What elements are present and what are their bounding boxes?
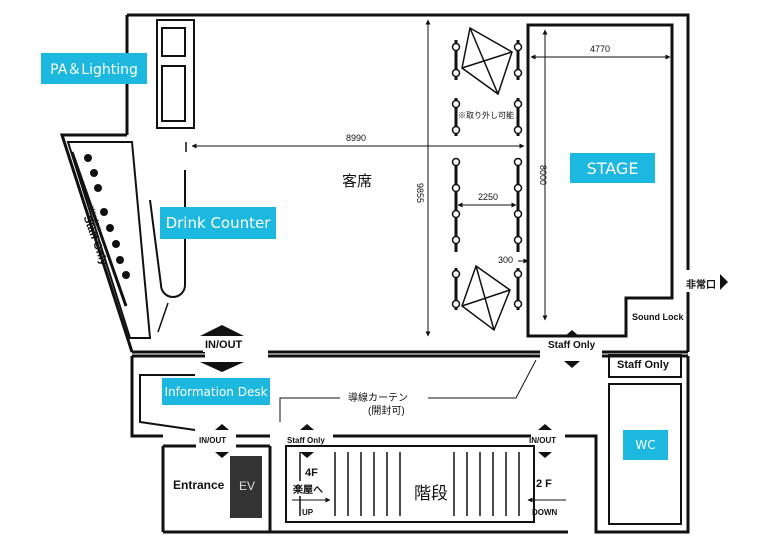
up-floor-label: 4F bbox=[305, 467, 318, 479]
sound-lock-label: Sound Lock bbox=[632, 312, 684, 322]
removable-note: ※取り外し可能 bbox=[458, 111, 514, 120]
stage-platform bbox=[526, 23, 674, 338]
drink-counter-shape bbox=[149, 170, 186, 298]
entrance-label: Entrance bbox=[173, 478, 225, 492]
staff-corridor bbox=[66, 141, 152, 339]
stage-label: STAGE bbox=[570, 153, 655, 183]
truss-joints bbox=[451, 42, 523, 309]
staff-only-top-label: Staff Only bbox=[546, 340, 598, 352]
emergency-exit-label: 非常口 bbox=[686, 280, 716, 291]
curtain-line-2 bbox=[428, 359, 537, 399]
elevator bbox=[230, 456, 262, 518]
down-label: DOWN bbox=[532, 508, 558, 517]
staff-only-bottom-label: Staff Only bbox=[287, 436, 325, 445]
curtain-sub-label: (開封可) bbox=[368, 406, 405, 417]
truss-poles bbox=[454, 40, 520, 310]
pa-lighting-label: PA＆Lighting bbox=[41, 53, 147, 84]
dim-2250: 2250 bbox=[478, 192, 499, 202]
drink-counter-label: Drink Counter bbox=[160, 207, 276, 239]
up-dest-label: 楽屋へ bbox=[293, 481, 323, 496]
up-label: UP bbox=[302, 508, 314, 517]
curtain-line bbox=[279, 397, 340, 422]
dim-300: 300 bbox=[498, 255, 514, 265]
speaker-boxes bbox=[461, 26, 513, 332]
information-desk-label: Information Desk bbox=[162, 378, 270, 405]
staff-room bbox=[608, 354, 682, 378]
counter-edge bbox=[157, 302, 169, 333]
dim-8990: 8990 bbox=[346, 133, 367, 143]
info-desk-counter bbox=[139, 374, 196, 431]
staff-only-room-label: Staff Only bbox=[617, 359, 669, 371]
door-markers bbox=[200, 325, 580, 458]
pa-booth bbox=[156, 19, 195, 129]
dim-4770: 4770 bbox=[590, 44, 611, 54]
dimension-lines bbox=[191, 19, 671, 337]
lobby-walls bbox=[130, 354, 690, 534]
in-out-main-label: IN/OUT bbox=[203, 339, 245, 352]
emergency-exit-arrow-icon bbox=[720, 274, 728, 290]
in-out-left-label: IN/OUT bbox=[199, 436, 227, 445]
stairs-label: 階段 bbox=[410, 479, 452, 504]
dim-9855: 9855 bbox=[415, 183, 425, 204]
dim-8000: 8000 bbox=[538, 165, 548, 186]
main-hall-walls bbox=[59, 13, 690, 354]
wc-label: WC bbox=[623, 430, 668, 460]
curtain-label: 導線カーテン bbox=[348, 393, 408, 404]
in-out-right-label: IN/OUT bbox=[529, 436, 557, 445]
down-floor-label: 2 F bbox=[536, 478, 552, 490]
audience-label: 客席 bbox=[342, 173, 373, 190]
wc-room bbox=[608, 383, 682, 525]
ev-label: EV bbox=[239, 479, 256, 493]
